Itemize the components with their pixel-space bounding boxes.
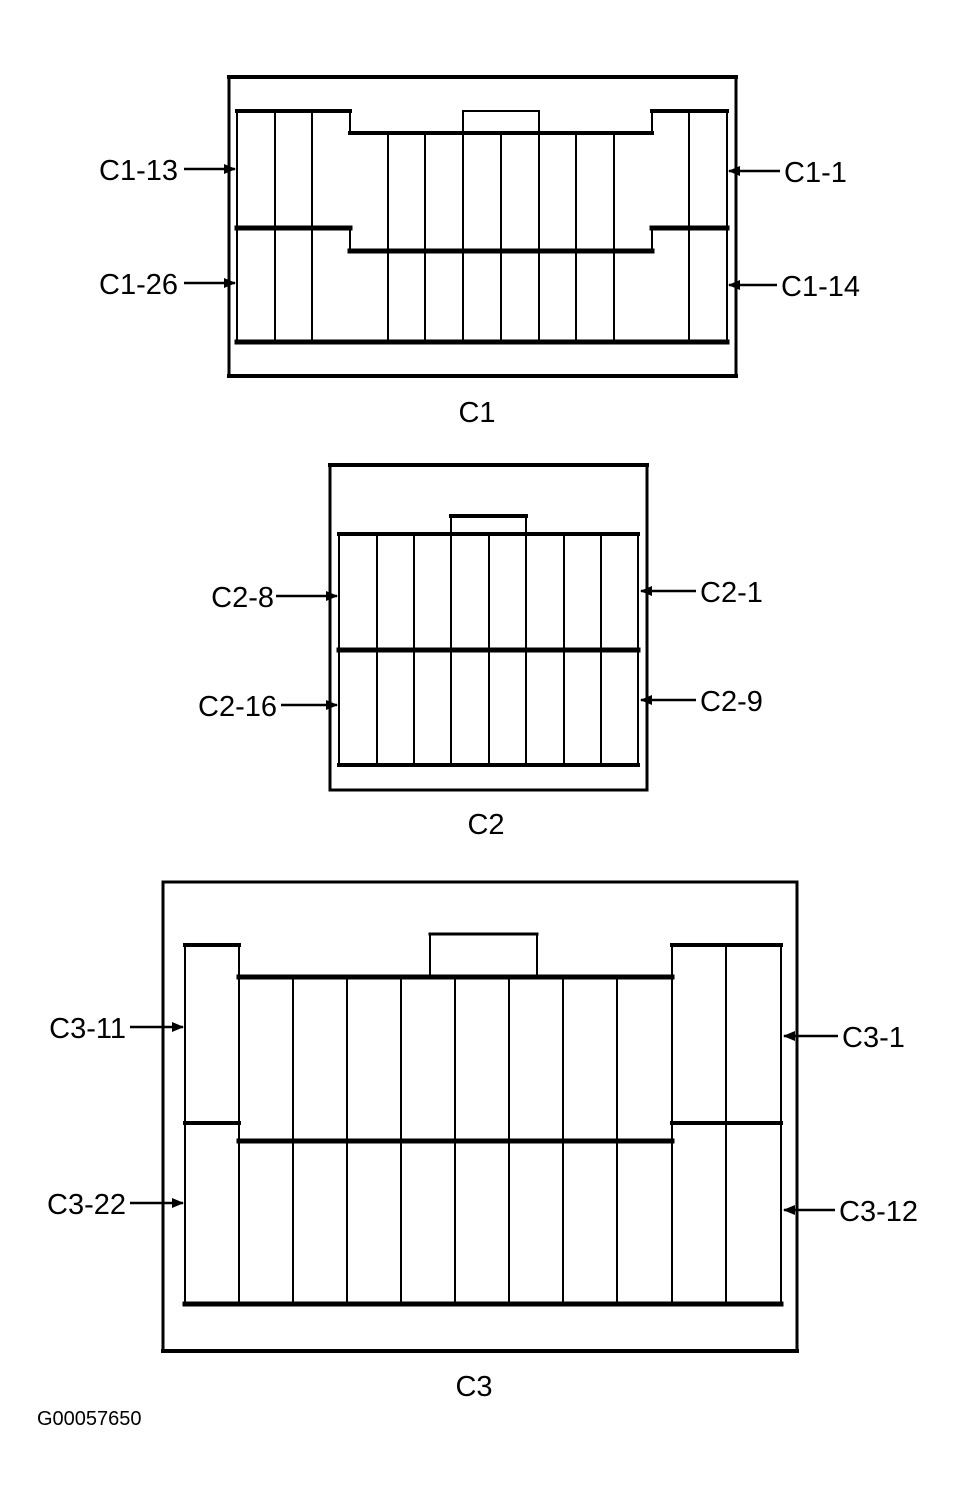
connector-c2-title: C2 [467, 809, 504, 841]
pin-label-c2-1: C2-1 [700, 577, 763, 609]
pin-label-c2-16: C2-16 [198, 691, 277, 723]
c2-pin-arrows [276, 586, 696, 710]
connector-c1-title: C1 [458, 397, 495, 429]
connector-c3-title: C3 [455, 1371, 492, 1403]
pin-label-c1-26: C1-26 [99, 269, 178, 301]
connector-c3 [161, 880, 799, 1353]
pin-label-c2-8: C2-8 [211, 582, 274, 614]
pin-label-c3-1: C3-1 [842, 1022, 905, 1054]
pin-label-c3-12: C3-12 [839, 1196, 918, 1228]
pin-label-c1-1: C1-1 [784, 157, 847, 189]
connector-c2 [328, 463, 649, 792]
figure-id: G00057650 [37, 1408, 142, 1430]
connector-c1 [227, 75, 738, 378]
c3-pin-arrows [130, 1022, 838, 1215]
pin-label-c3-22: C3-22 [47, 1189, 126, 1221]
pin-label-c2-9: C2-9 [700, 686, 763, 718]
c1-pin-arrows [184, 164, 780, 290]
pin-label-c1-13: C1-13 [99, 155, 178, 187]
pin-label-c3-11: C3-11 [49, 1013, 126, 1045]
pin-label-c1-14: C1-14 [781, 271, 860, 303]
